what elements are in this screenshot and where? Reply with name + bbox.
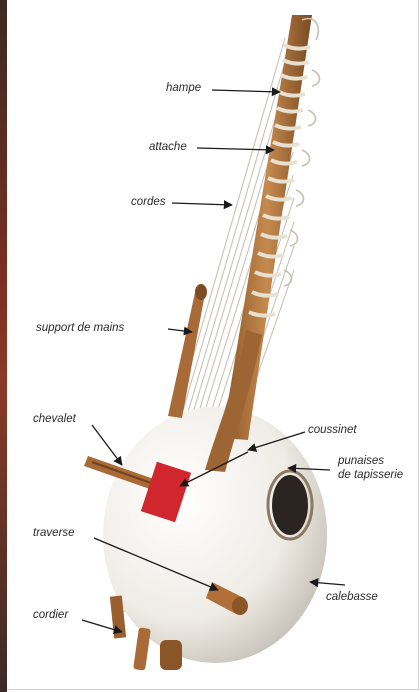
- label-coussinet: coussinet: [308, 424, 357, 437]
- hand-support: [168, 284, 207, 418]
- label-traverse: traverse: [33, 527, 75, 540]
- label-punaises-line2: de tapisserie: [338, 469, 403, 482]
- label-cordes: cordes: [131, 196, 166, 209]
- neck: [205, 15, 320, 472]
- label-support-de-mains: support de mains: [36, 322, 124, 335]
- label-calebasse: calebasse: [326, 591, 378, 604]
- label-chevalet: chevalet: [33, 413, 76, 426]
- label-cordier: cordier: [33, 609, 68, 622]
- label-attache: attache: [149, 141, 187, 154]
- label-hampe: hampe: [166, 82, 201, 95]
- label-punaises-line1: punaises: [338, 455, 384, 468]
